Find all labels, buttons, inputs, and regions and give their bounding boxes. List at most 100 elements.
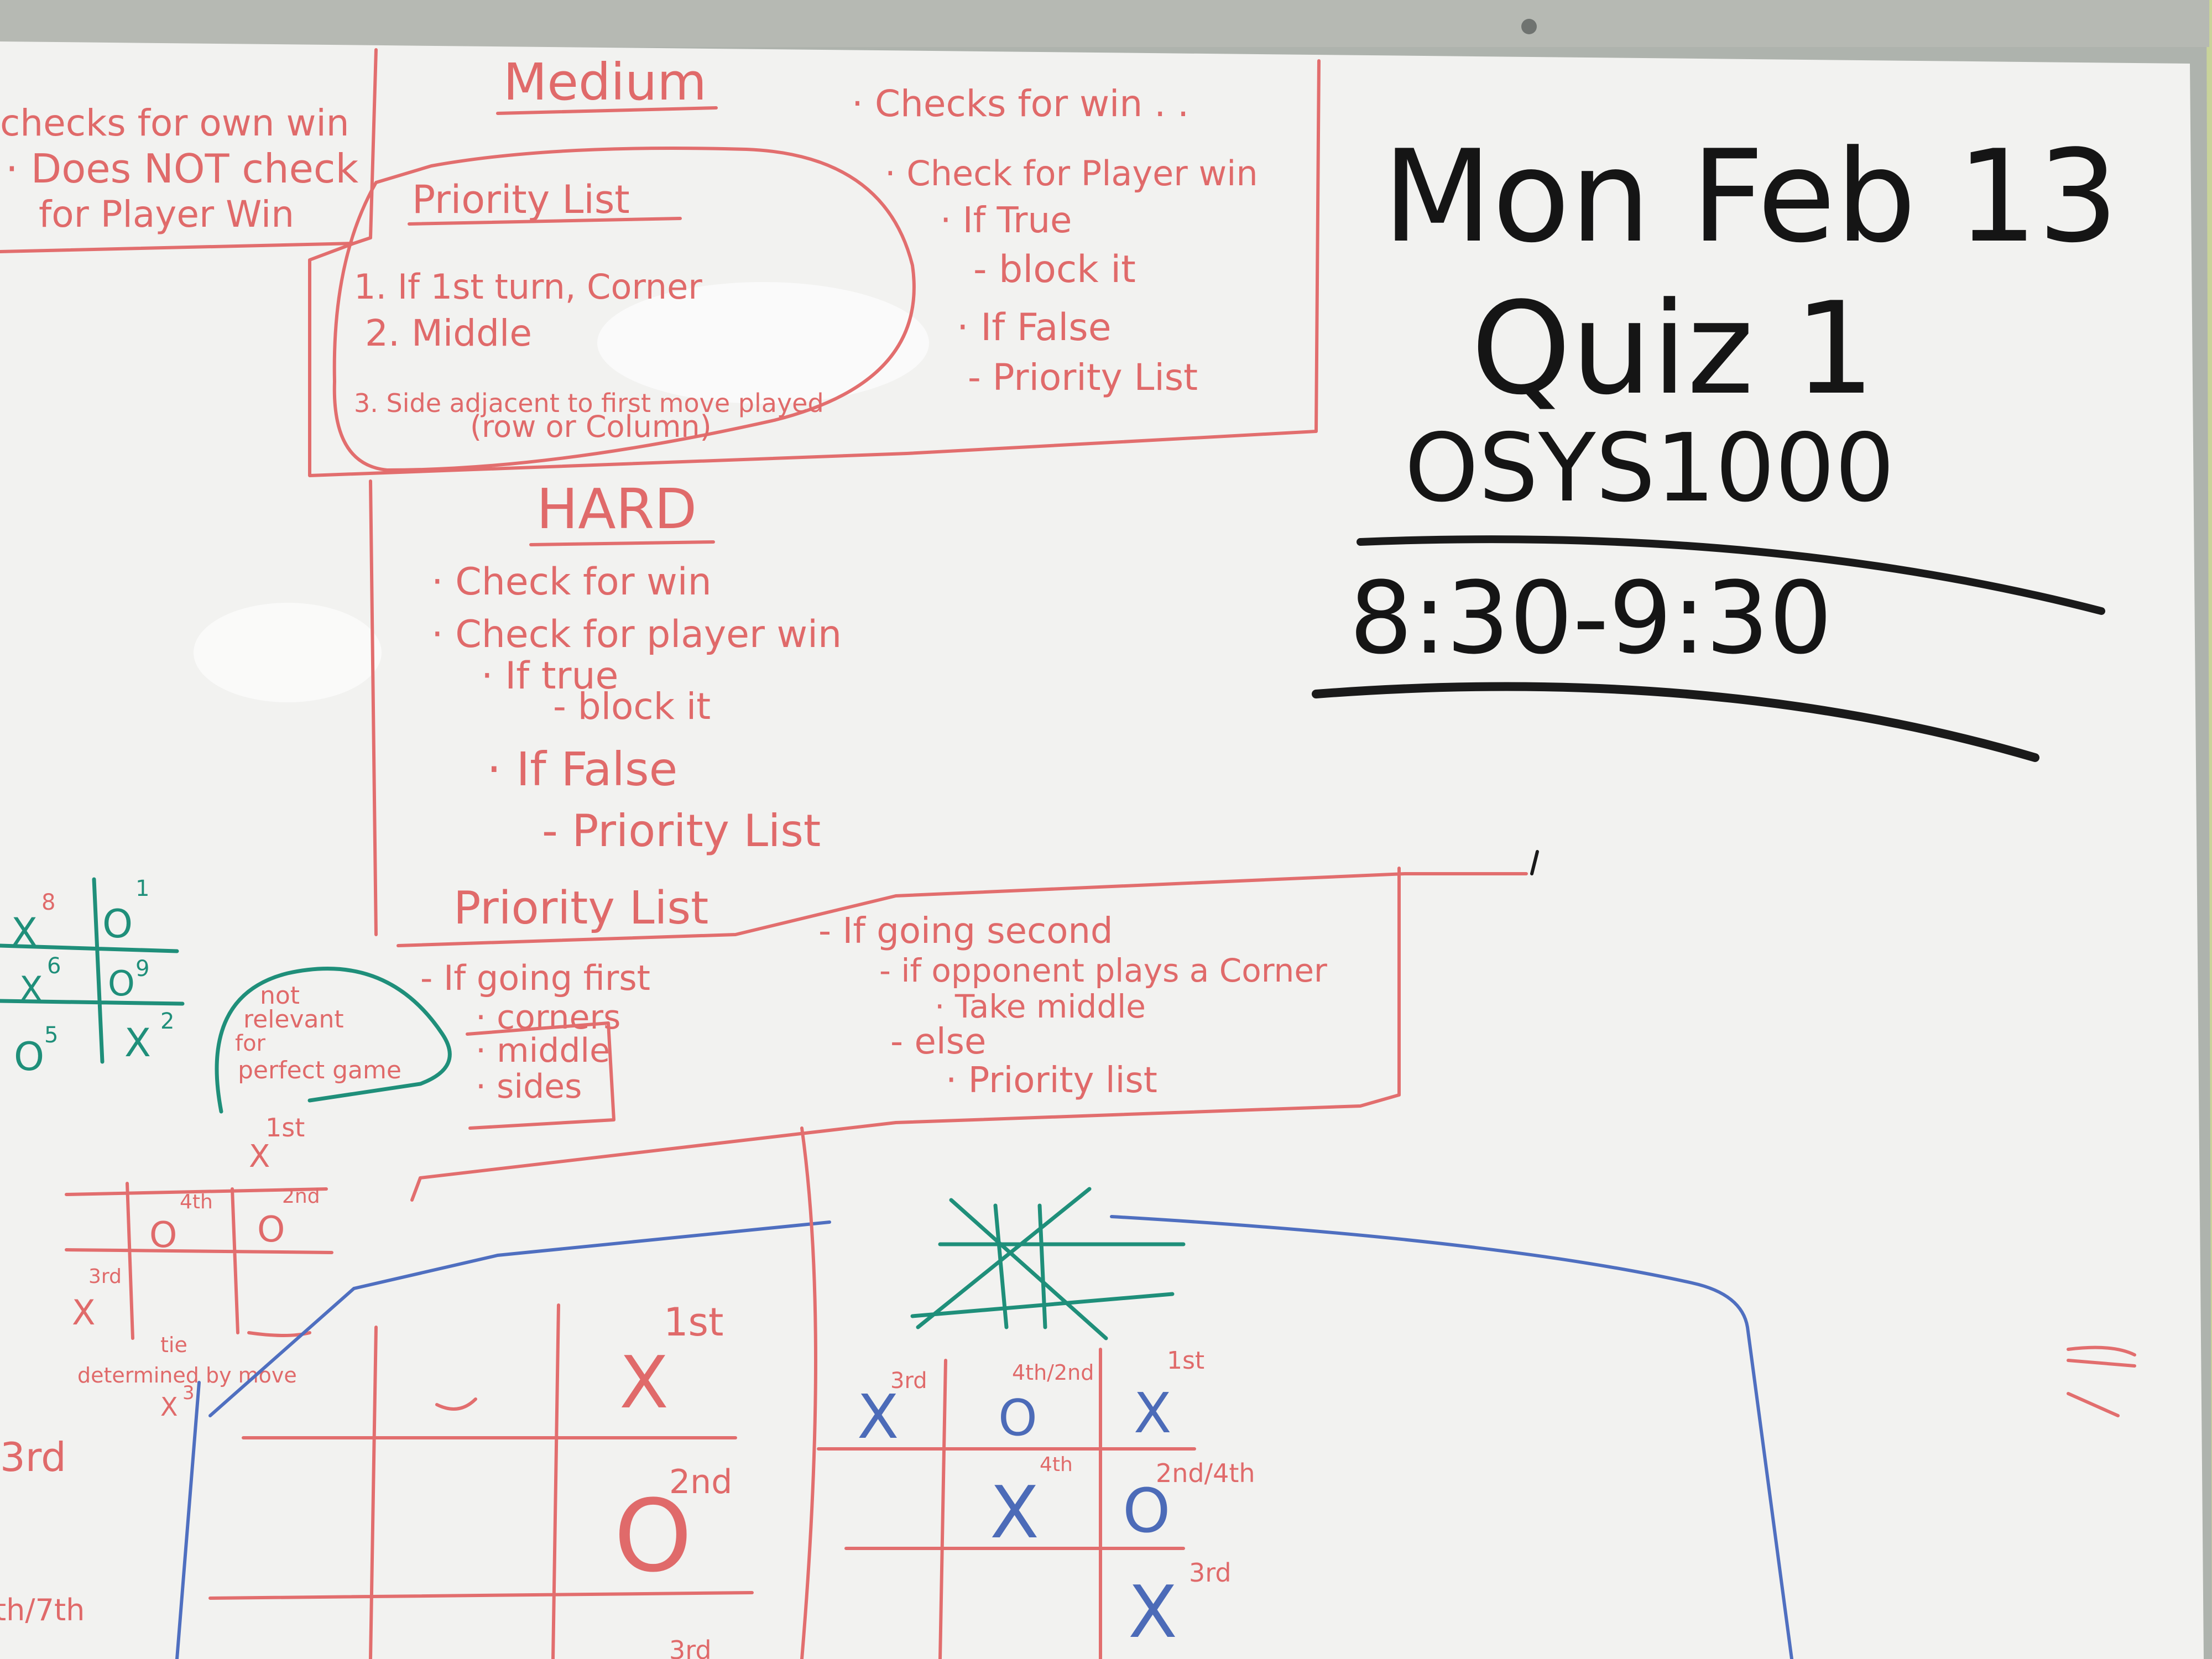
small-grid-mark: X xyxy=(160,1392,178,1422)
red-strokes xyxy=(435,1126,817,1659)
note-bubble-text: relevant xyxy=(243,1005,344,1034)
small-note: tie xyxy=(160,1333,187,1357)
priority-second-line: · Priority list xyxy=(946,1060,1157,1101)
teal-mark: O xyxy=(108,963,135,1004)
teal-order: 8 xyxy=(41,890,55,915)
date-block: Mon Feb 13 Quiz 1 OSYS1000 8:30-9:30 xyxy=(1312,123,2119,762)
teal-order: 5 xyxy=(44,1022,58,1048)
medium-check-line: - Priority List xyxy=(968,356,1198,399)
medium-item: 1. If 1st turn, Corner xyxy=(354,267,702,307)
right-grid-label: 3rd xyxy=(1189,1558,1232,1588)
small-grid-lines xyxy=(65,1182,333,1340)
left-note-line: for Player Win xyxy=(39,193,294,236)
edge-mark: th/7th xyxy=(0,1593,85,1627)
medium-check-line: · Checks for win . . xyxy=(852,82,1189,125)
glare xyxy=(194,603,382,702)
blue-outline xyxy=(175,1215,1793,1659)
right-grid-mark: X xyxy=(1128,1570,1177,1654)
medium-check-line: - block it xyxy=(973,248,1136,291)
date-underline xyxy=(1357,535,2105,615)
big-grid: X 1st O 2nd 3rd xyxy=(208,1300,754,1659)
priority-second-line: · Take middle xyxy=(935,988,1146,1025)
hard-line: · Check for win xyxy=(431,560,712,604)
quiz-time: 8:30-9:30 xyxy=(1349,561,1832,676)
left-note-line: · Does NOT check xyxy=(6,145,358,192)
hard-line: · If False xyxy=(487,742,677,796)
big-grid-label: 3rd xyxy=(669,1635,712,1659)
note-bubble-text: not xyxy=(260,982,300,1010)
left-note: checks for own win · Does NOT check for … xyxy=(0,102,358,236)
right-grid-mark: X xyxy=(1134,1381,1172,1446)
medium-check-line: · Check for Player win xyxy=(885,153,1258,194)
hard-line: - block it xyxy=(553,685,711,728)
priority-list-box xyxy=(397,867,1528,1202)
small-grid-mark: O xyxy=(149,1215,177,1256)
left-note-line: checks for own win xyxy=(0,102,349,144)
edge-mark: 3rd xyxy=(0,1434,66,1480)
teal-mark: X xyxy=(19,969,43,1009)
right-grid-lines xyxy=(817,1348,1196,1659)
right-grid-label: 4th/2nd xyxy=(1012,1360,1094,1385)
teal-crossed-grid xyxy=(910,1187,1186,1340)
hard-underline xyxy=(529,540,715,546)
left-note-border xyxy=(0,48,378,253)
teal-order: 6 xyxy=(47,953,61,979)
small-grid-label: 2nd xyxy=(282,1185,320,1208)
priority-second-line: - if opponent plays a Corner xyxy=(879,952,1327,989)
small-note: determined by move xyxy=(77,1363,297,1387)
big-grid-mark: X xyxy=(619,1340,669,1425)
teal-order: 9 xyxy=(135,956,149,982)
right-grid-label: 4th xyxy=(1040,1453,1073,1476)
big-grid-mark: O xyxy=(614,1479,692,1594)
teal-mark: X xyxy=(124,1020,151,1066)
small-grid-label: 3rd xyxy=(88,1265,122,1288)
right-grid-mark: O xyxy=(1123,1475,1171,1546)
priority-second-line: - If going second xyxy=(818,911,1113,952)
priority-first-line: · sides xyxy=(476,1067,582,1106)
hard-line: · Check for player win xyxy=(431,613,842,656)
teal-grid-lines xyxy=(0,877,185,1064)
small-grid-mark: O xyxy=(257,1209,285,1250)
first-options-box xyxy=(466,1021,615,1130)
medium-item: (row or Column) xyxy=(470,409,712,444)
small-grid-mark: X xyxy=(72,1292,95,1333)
medium-priority-title: Priority List xyxy=(412,177,630,222)
marker-residue xyxy=(2067,1345,2136,1417)
priority-underline xyxy=(408,217,682,226)
time-underline xyxy=(1312,682,2039,762)
right-grid-label: 2nd/4th xyxy=(1156,1458,1255,1488)
hard-title: HARD xyxy=(536,477,697,541)
medium-title: Medium xyxy=(503,53,707,112)
date-text: Mon Feb 13 xyxy=(1383,123,2119,271)
frame-screw xyxy=(1521,19,1537,34)
right-grid-mark: X xyxy=(990,1470,1039,1554)
big-grid-label: 2nd xyxy=(669,1463,732,1501)
teal-order: 2 xyxy=(160,1009,174,1034)
small-grid-mark: X xyxy=(249,1139,270,1175)
priority-first-line: - If going first xyxy=(420,958,650,998)
big-grid-label: 1st xyxy=(664,1300,723,1345)
note-bubble-text: for xyxy=(235,1031,266,1056)
hard-line: · If true xyxy=(481,654,618,698)
priority-list-title: Priority List xyxy=(453,882,708,935)
priority-first-line: · middle xyxy=(476,1031,610,1070)
small-grid-label: 1st xyxy=(265,1113,305,1142)
right-grid-label: 1st xyxy=(1167,1347,1204,1375)
small-grid: 1st X O 4th O 2nd X 3rd tie determined b… xyxy=(65,1113,333,1422)
medium-item: 2. Middle xyxy=(365,312,532,354)
glare xyxy=(597,282,929,404)
teal-mark: O xyxy=(102,901,133,947)
medium-check-line: · If False xyxy=(957,306,1112,349)
hard-divider xyxy=(369,479,378,936)
medium-check-line: · If True xyxy=(940,200,1072,241)
small-grid-label: 3 xyxy=(182,1382,195,1404)
quiz-title: Quiz 1 xyxy=(1471,275,1875,423)
medium-priority-loop xyxy=(332,147,916,472)
right-grid-mark: O xyxy=(998,1389,1037,1447)
right-grid-mark: X xyxy=(857,1381,899,1452)
big-grid-lines xyxy=(208,1303,754,1659)
teal-mark: O xyxy=(14,1034,44,1079)
stray-mark xyxy=(1530,850,1539,875)
priority-second-line: - else xyxy=(890,1021,986,1062)
